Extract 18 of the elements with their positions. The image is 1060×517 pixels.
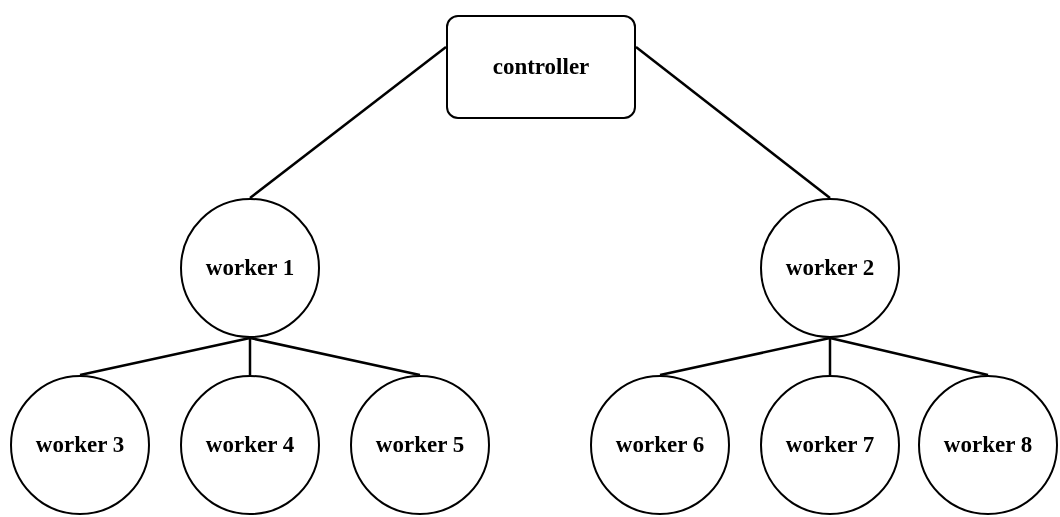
connector-line [249, 46, 447, 199]
connector-line [249, 336, 421, 377]
node-label: worker 3 [35, 432, 125, 458]
node-label: worker 8 [943, 432, 1033, 458]
connector-line [79, 336, 251, 377]
connector-line [829, 336, 989, 377]
connector-line [828, 338, 832, 375]
node-label: worker 7 [785, 432, 875, 458]
connector-line [248, 338, 252, 375]
connector-line [659, 336, 831, 377]
node-label: worker 5 [375, 432, 465, 458]
node-label: worker 6 [615, 432, 705, 458]
node-label: worker 2 [785, 255, 875, 281]
node-label: worker 1 [205, 255, 295, 281]
connector-line [635, 46, 831, 199]
controller-box [446, 15, 636, 119]
node-label: controller [492, 54, 590, 80]
node-label: worker 4 [205, 432, 295, 458]
